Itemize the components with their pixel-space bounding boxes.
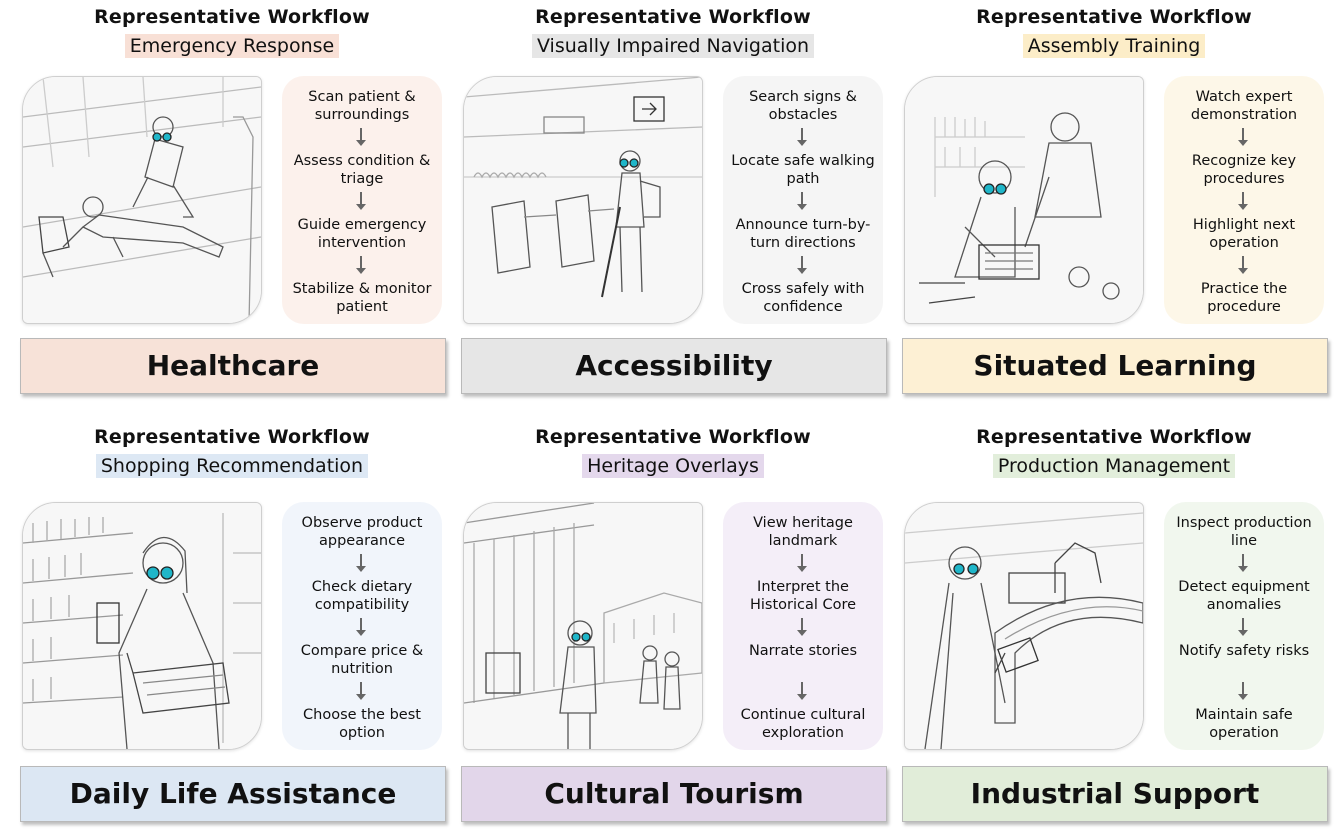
workflow-step: Guide emergency intervention bbox=[297, 217, 427, 251]
workflow-step: Detect equipment anomalies bbox=[1178, 579, 1310, 613]
workflow-step: Observe product appearance bbox=[301, 515, 423, 549]
step-arrow-icon bbox=[356, 682, 366, 700]
domain-banner: Healthcare bbox=[20, 338, 446, 394]
workflow-name: Shopping Recommendation bbox=[95, 454, 369, 478]
workflow-step: Scan patient & surroundings bbox=[308, 89, 416, 123]
workflow-step: Cross safely with confidence bbox=[741, 281, 865, 315]
workflow-steps: View heritage landmark Interpret the His… bbox=[723, 502, 883, 750]
workflow-name: Heritage Overlays bbox=[582, 454, 764, 478]
workflow-heading: Representative Workflow bbox=[976, 6, 1252, 28]
factory-conveyor-scene-icon bbox=[904, 502, 1144, 750]
workflow-steps: Observe product appearance Check dietary… bbox=[282, 502, 442, 750]
workbench-training-scene-icon bbox=[904, 76, 1144, 324]
workflow-heading: Representative Workflow bbox=[535, 6, 811, 28]
workflow-name: Assembly Training bbox=[1022, 34, 1206, 58]
workflow-step: Interpret the Historical Core bbox=[749, 579, 857, 613]
workflow-steps: Watch expert demonstration Recognize key… bbox=[1164, 76, 1324, 324]
step-arrow-icon bbox=[356, 618, 366, 636]
workflow-step: Watch expert demonstration bbox=[1190, 89, 1298, 123]
domain-banner: Cultural Tourism bbox=[461, 766, 887, 822]
workflow-step: Assess condition & triage bbox=[293, 153, 431, 187]
workflow-step: Locate safe walking path bbox=[731, 153, 875, 187]
workflow-step: Highlight next operation bbox=[1192, 217, 1296, 251]
workflow-step: Search signs & obstacles bbox=[749, 89, 857, 123]
workflow-heading: Representative Workflow bbox=[94, 6, 370, 28]
workflow-steps: Inspect production line Detect equipment… bbox=[1164, 502, 1324, 750]
panel-situated-learning: Representative Workflow Assembly Trainin… bbox=[902, 0, 1328, 400]
panel-cultural-tourism: Representative Workflow Heritage Overlay… bbox=[461, 420, 887, 822]
workflow-step: Recognize key procedures bbox=[1191, 153, 1297, 187]
workflow-name: Emergency Response bbox=[124, 34, 340, 58]
step-arrow-icon bbox=[356, 256, 366, 274]
domain-banner: Daily Life Assistance bbox=[20, 766, 446, 822]
step-arrow-icon bbox=[797, 192, 807, 210]
step-arrow-icon bbox=[797, 554, 807, 572]
step-arrow-icon bbox=[1238, 618, 1248, 636]
step-arrow-icon bbox=[797, 618, 807, 636]
workflow-step: Notify safety risks bbox=[1178, 643, 1310, 659]
workflow-step: Choose the best option bbox=[303, 707, 421, 741]
workflow-name: Production Management bbox=[992, 454, 1236, 478]
workflow-step: Announce turn-by-turn directions bbox=[735, 217, 871, 251]
workflow-step: Compare price & nutrition bbox=[300, 643, 424, 677]
panel-healthcare: Representative Workflow Emergency Respon… bbox=[20, 0, 446, 400]
step-arrow-icon bbox=[1238, 192, 1248, 210]
panel-industrial-support: Representative Workflow Production Manag… bbox=[902, 420, 1328, 822]
workflow-heading: Representative Workflow bbox=[976, 426, 1252, 448]
historic-building-scene-icon bbox=[463, 502, 703, 750]
workflow-step: Practice the procedure bbox=[1200, 281, 1288, 315]
panel-accessibility: Representative Workflow Visually Impaire… bbox=[461, 0, 887, 400]
step-arrow-icon bbox=[797, 128, 807, 146]
step-arrow-icon bbox=[1238, 256, 1248, 274]
workflow-steps: Search signs & obstacles Locate safe wal… bbox=[723, 76, 883, 324]
step-arrow-icon bbox=[1238, 682, 1248, 700]
workflow-step: Narrate stories bbox=[748, 643, 858, 659]
workflow-steps: Scan patient & surroundings Assess condi… bbox=[282, 76, 442, 324]
step-arrow-icon bbox=[356, 192, 366, 210]
domain-banner: Industrial Support bbox=[902, 766, 1328, 822]
step-arrow-icon bbox=[356, 128, 366, 146]
domain-banner: Accessibility bbox=[461, 338, 887, 394]
step-arrow-icon bbox=[1238, 554, 1248, 572]
station-gate-cane-scene-icon bbox=[463, 76, 703, 324]
workflow-step: Stabilize & monitor patient bbox=[292, 281, 432, 315]
workflow-step: Continue cultural exploration bbox=[740, 707, 866, 741]
panel-daily-life-assistance: Representative Workflow Shopping Recomme… bbox=[20, 420, 446, 822]
workflow-step: Check dietary compatibility bbox=[311, 579, 413, 613]
street-first-aid-scene-icon bbox=[22, 76, 262, 324]
step-arrow-icon bbox=[797, 256, 807, 274]
workflow-heading: Representative Workflow bbox=[94, 426, 370, 448]
domain-banner: Situated Learning bbox=[902, 338, 1328, 394]
step-arrow-icon bbox=[356, 554, 366, 572]
workflow-step: Inspect production line bbox=[1176, 515, 1312, 549]
step-arrow-icon bbox=[1238, 128, 1248, 146]
workflow-heading: Representative Workflow bbox=[535, 426, 811, 448]
workflow-step: View heritage landmark bbox=[753, 515, 853, 549]
workflow-name: Visually Impaired Navigation bbox=[531, 34, 815, 58]
step-arrow-icon bbox=[797, 682, 807, 700]
workflow-step: Maintain safe operation bbox=[1195, 707, 1293, 741]
supermarket-shelf-scene-icon bbox=[22, 502, 262, 750]
